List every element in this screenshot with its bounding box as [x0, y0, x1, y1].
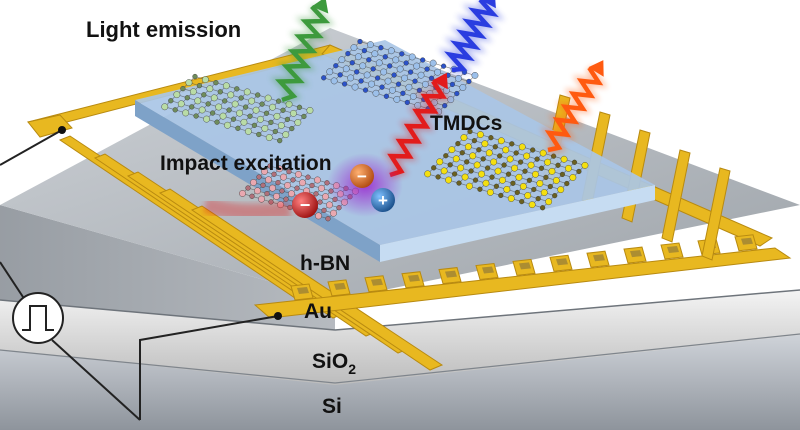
bottom-wire-b: [139, 315, 279, 420]
pulse-source-icon: [12, 292, 64, 344]
tmdcs-label: TMDCs: [430, 112, 502, 135]
electrode-tooth-gap: [297, 287, 309, 294]
electron-sign: −: [300, 195, 311, 215]
electrode-tooth-gap: [408, 274, 420, 282]
electrode-right-finger: [661, 149, 691, 243]
electrode-tooth-gap: [371, 278, 383, 286]
electrode-right-finger: [701, 167, 731, 261]
hole: [371, 188, 395, 212]
electron-excited: [350, 164, 374, 188]
emission-waves: [269, 0, 608, 180]
electron-excited-sign: −: [357, 167, 367, 186]
pulse-circuit: [0, 126, 282, 421]
left-wire: [0, 261, 26, 301]
lattice-green: [161, 73, 314, 144]
blue-emission-wave: [438, 0, 505, 75]
si-label: Si: [322, 395, 342, 418]
electrode-tooth-gap: [593, 254, 605, 262]
red-emission-wave: [383, 72, 452, 180]
hole-sign: +: [378, 191, 388, 210]
hbn-label: h-BN: [300, 252, 350, 275]
lattice-yellow: [424, 128, 589, 211]
hbn-front-face: [135, 100, 380, 262]
electron: [292, 192, 318, 218]
electrode-tooth-gap: [741, 237, 753, 245]
bottom-wire-a: [51, 339, 141, 421]
impact-excitation-charges: − − +: [203, 153, 403, 221]
top-contact-dot: [58, 126, 66, 134]
electrode-tooth-gap: [556, 258, 568, 266]
top-wire: [0, 129, 63, 166]
orange-emission-wave: [540, 60, 608, 155]
sio2-label: SiO2: [312, 350, 356, 377]
substrate-side-face: [0, 205, 335, 330]
electrode-tooth-gap: [519, 262, 531, 270]
sio2-subscript: 2: [348, 361, 356, 377]
bottom-contact-dot: [274, 312, 282, 320]
electrode-tooth-gap: [445, 270, 457, 278]
au-label: Au: [304, 300, 332, 323]
electrode-left-finger: [190, 205, 444, 371]
electrode-left-pad: [27, 114, 73, 138]
sio2-main: SiO: [312, 350, 348, 373]
electrode-tooth-gap: [482, 266, 494, 274]
light-emission-label: Light emission: [86, 17, 241, 42]
electrode-tooth-gap: [667, 246, 679, 253]
hbn-side-face: [380, 185, 655, 262]
electrode-tooth-gap: [630, 250, 642, 258]
electrode-tooth-gap: [334, 282, 346, 290]
green-emission-wave: [269, 0, 336, 105]
electrode-front-bar: [253, 247, 792, 319]
impact-excitation-label: Impact excitation: [160, 152, 332, 175]
